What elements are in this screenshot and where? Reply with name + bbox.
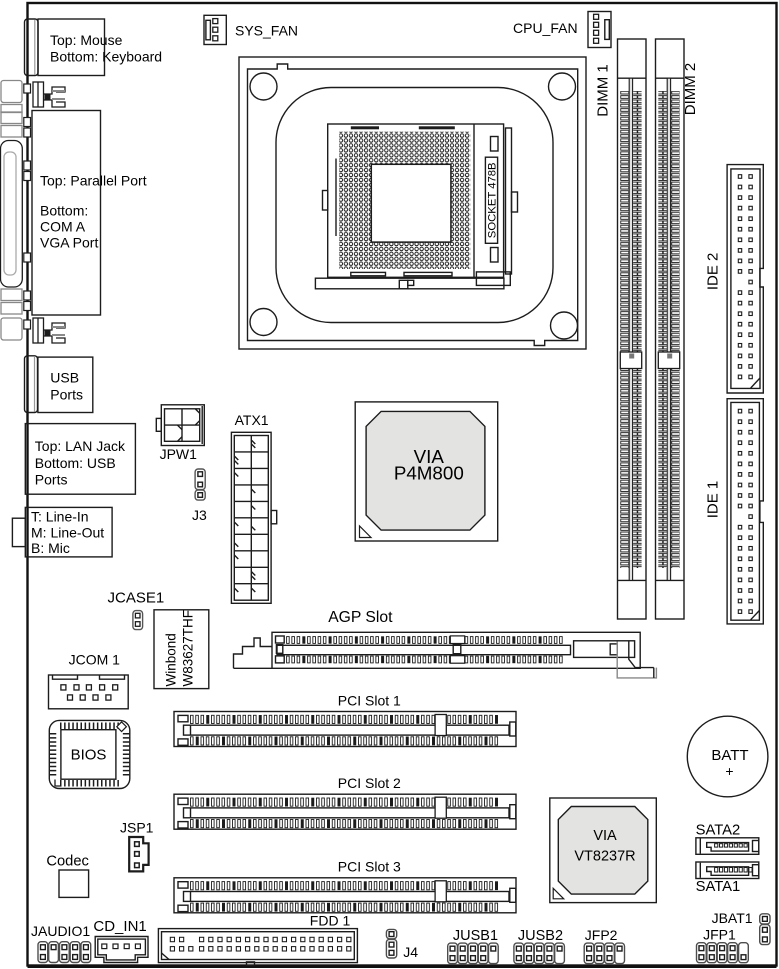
svg-text:Bottom:: Bottom: (40, 203, 88, 219)
svg-text:CPU_FAN: CPU_FAN (513, 20, 578, 36)
svg-text:PCI Slot 3: PCI Slot 3 (338, 859, 401, 875)
svg-text:M: Line-Out: M: Line-Out (31, 525, 104, 541)
svg-text:BIOS: BIOS (71, 747, 107, 764)
svg-text:AGP Slot: AGP Slot (328, 609, 393, 626)
svg-text:Ports: Ports (35, 471, 68, 487)
svg-text:PCI Slot 2: PCI Slot 2 (338, 775, 401, 791)
svg-text:JFP2: JFP2 (585, 927, 618, 943)
svg-text:Bottom: Keyboard: Bottom: Keyboard (50, 48, 162, 64)
svg-text:VGA Port: VGA Port (40, 235, 98, 251)
svg-text:T: Line-In: T: Line-In (31, 509, 89, 525)
svg-text:FDD 1: FDD 1 (310, 912, 351, 928)
svg-text:B: Mic: B: Mic (31, 540, 70, 556)
svg-text:J3: J3 (192, 507, 207, 523)
svg-text:JAUDIO1: JAUDIO1 (31, 923, 90, 939)
svg-text:VT8237R: VT8237R (574, 849, 635, 865)
svg-text:+: + (725, 763, 733, 779)
svg-text:CD_IN1: CD_IN1 (93, 918, 146, 935)
svg-text:VIA: VIA (593, 828, 617, 844)
svg-text:JCASE1: JCASE1 (108, 590, 165, 607)
svg-text:JUSB1: JUSB1 (453, 928, 498, 944)
svg-text:DIMM 1: DIMM 1 (595, 64, 612, 117)
svg-text:Ports: Ports (50, 387, 83, 403)
svg-text:J4: J4 (403, 944, 418, 960)
svg-text:VIA: VIA (414, 446, 445, 467)
svg-text:JFP1: JFP1 (703, 926, 736, 942)
svg-text:SATA2: SATA2 (696, 822, 741, 838)
svg-text:Top: Mouse: Top: Mouse (50, 32, 123, 48)
svg-text:P4M800: P4M800 (394, 463, 464, 484)
svg-text:JUSB2: JUSB2 (518, 928, 563, 944)
svg-text:SYS_FAN: SYS_FAN (235, 23, 298, 39)
svg-text:COM A: COM A (40, 219, 86, 235)
svg-text:BATT: BATT (711, 747, 748, 764)
svg-text:IDE 2: IDE 2 (705, 253, 722, 291)
svg-text:Top: Parallel Port: Top: Parallel Port (40, 173, 147, 189)
svg-text:PCI Slot 1: PCI Slot 1 (338, 692, 401, 708)
svg-text:Top: LAN Jack: Top: LAN Jack (35, 438, 126, 454)
svg-text:JCOM 1: JCOM 1 (69, 652, 121, 668)
svg-text:Winbond: Winbond (164, 633, 179, 686)
svg-text:JBAT1: JBAT1 (712, 910, 753, 926)
svg-text:JPW1: JPW1 (160, 446, 198, 462)
svg-text:USB: USB (50, 370, 79, 386)
svg-text:SOCKET 478B: SOCKET 478B (486, 162, 498, 238)
svg-text:DIMM 2: DIMM 2 (682, 63, 699, 116)
svg-text:JSP1: JSP1 (120, 819, 154, 835)
svg-text:ATX1: ATX1 (235, 412, 269, 428)
svg-text:Bottom: USB: Bottom: USB (35, 455, 116, 471)
svg-text:SATA1: SATA1 (696, 879, 741, 895)
svg-text:Codec: Codec (46, 854, 88, 870)
svg-text:W83627THF: W83627THF (181, 610, 196, 687)
svg-text:IDE 1: IDE 1 (705, 481, 722, 519)
